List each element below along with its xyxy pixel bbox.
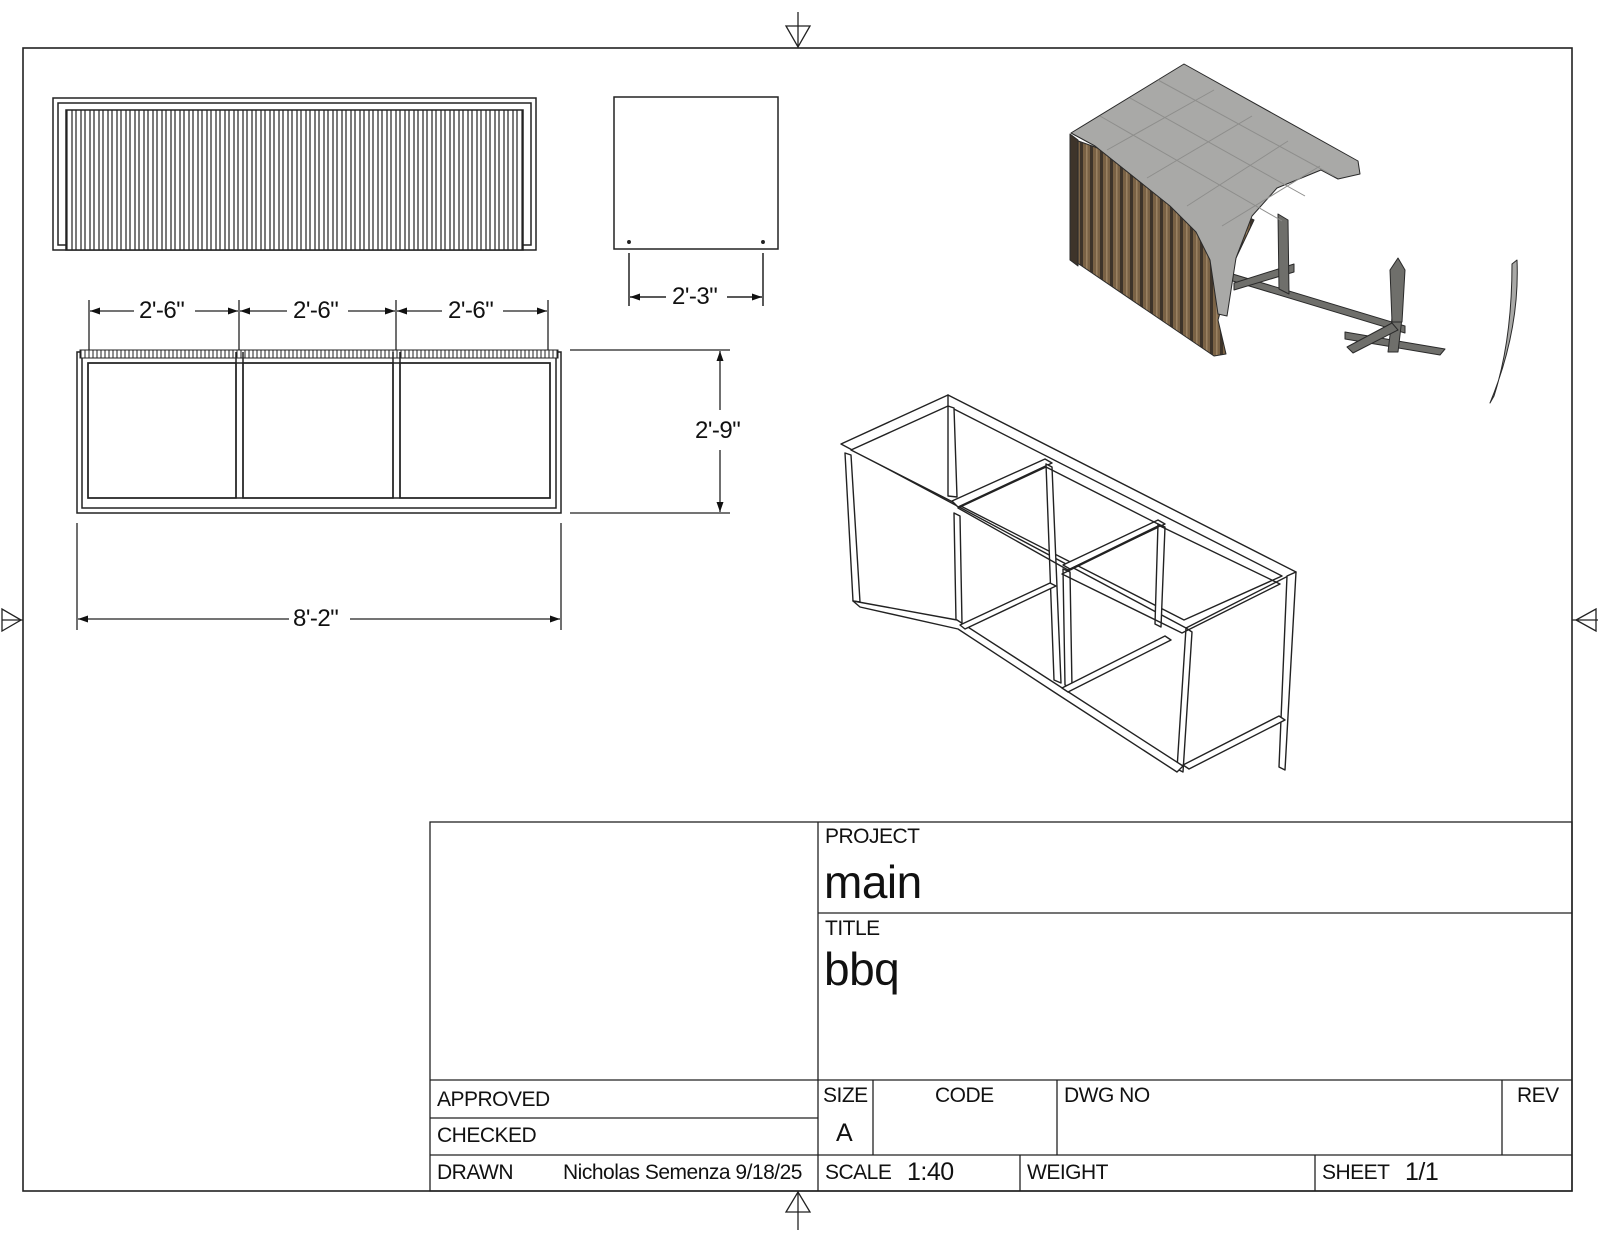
isometric-frame — [840, 394, 1297, 773]
dimension-segment-3: 2'-6" — [446, 297, 496, 325]
scale-label: SCALE — [825, 1161, 892, 1184]
sheet-label: SHEET — [1322, 1161, 1390, 1184]
dimension-segment-1: 2'-6" — [137, 297, 187, 325]
side-view — [613, 96, 779, 306]
project-label: PROJECT — [825, 825, 920, 848]
approved-label: APPROVED — [437, 1088, 550, 1111]
scale-value: 1:40 — [907, 1158, 954, 1186]
sheet-value: 1/1 — [1405, 1158, 1439, 1186]
size-value: A — [836, 1119, 853, 1147]
size-label: SIZE — [823, 1084, 868, 1107]
drawn-value: Nicholas Semenza 9/18/25 — [563, 1161, 803, 1184]
checked-label: CHECKED — [437, 1124, 537, 1147]
rendered-3d-view — [1069, 63, 1518, 404]
front-view — [76, 349, 562, 514]
drawn-label: DRAWN — [437, 1161, 514, 1184]
front-view-dimensions — [76, 300, 730, 630]
dwg-no-label: DWG NO — [1064, 1084, 1150, 1107]
rev-label: REV — [1517, 1084, 1559, 1107]
top-view — [52, 97, 537, 251]
weight-label: WEIGHT — [1027, 1161, 1109, 1184]
title-label: TITLE — [825, 917, 880, 940]
centering-marks — [1, 12, 1598, 1230]
title-value: bbq — [824, 943, 900, 995]
title-block — [429, 821, 1573, 1192]
dimension-height: 2'-9" — [693, 417, 743, 445]
dimension-segment-2: 2'-6" — [291, 297, 341, 325]
code-label: CODE — [935, 1084, 994, 1107]
project-value: main — [824, 856, 922, 908]
dimension-overall-length: 8'-2" — [291, 605, 341, 633]
dimension-depth: 2'-3" — [670, 283, 720, 311]
